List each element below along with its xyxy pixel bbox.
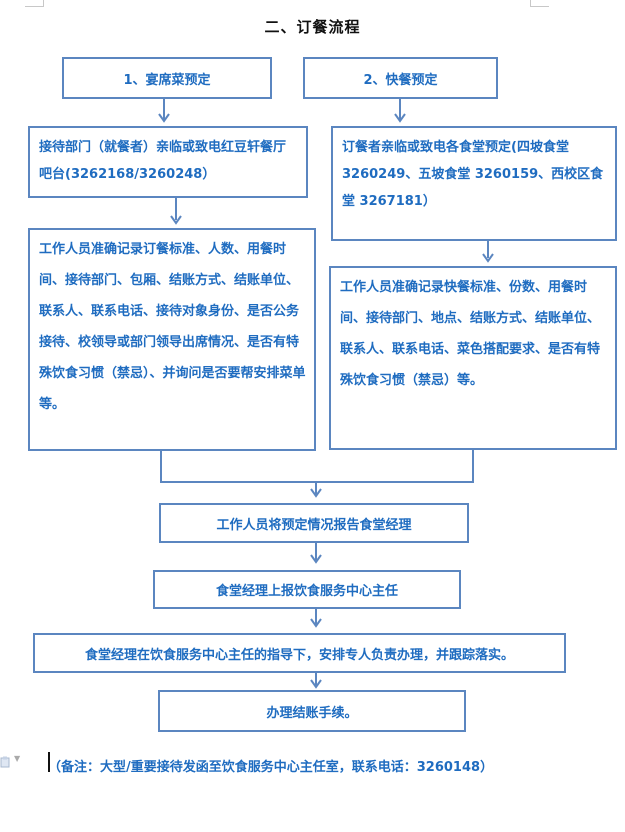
fast-meal-header-box: 2、快餐预定 [303,57,498,99]
chevron-down-icon[interactable]: ▼ [14,754,21,763]
fast-meal-record-step-box: 工作人员准确记录快餐标准、份数、用餐时间、接待部门、地点、结账方式、结账单位、联… [329,266,617,450]
banquet-record-step-text: 工作人员准确记录订餐标准、人数、用餐时间、接待部门、包厢、结账方式、结账单位、联… [39,242,306,412]
fast-meal-contact-step-box: 订餐者亲临或致电各食堂预定(四坡食堂 3260249、五坡食堂 3260159、… [331,126,617,241]
banquet-header-box: 1、宴席菜预定 [62,57,272,99]
report-to-manager-box: 工作人员将预定情况报告食堂经理 [159,503,469,543]
fast-meal-contact-step-text: 订餐者亲临或致电各食堂预定(四坡食堂 3260249、五坡食堂 3260159、… [342,140,604,209]
page-corner-mark-left [25,0,44,7]
connector-line [315,543,317,560]
arrange-handling-box: 食堂经理在饮食服务中心主任的指导下，安排专人负责办理，并跟踪落实。 [33,633,566,673]
footnote-text: （备注：大型/重要接待发函至饮食服务中心主任室，联系电话：3260148） [48,760,494,775]
connector-line [315,673,317,685]
connector-line [163,99,165,120]
text-cursor [48,752,50,772]
report-to-manager-text: 工作人员将预定情况报告食堂经理 [216,517,412,533]
banquet-contact-step-box: 接待部门（就餐者）亲临或致电红豆轩餐厅吧台(3262168/3260248） [28,126,308,198]
banquet-record-step-box: 工作人员准确记录订餐标准、人数、用餐时间、接待部门、包厢、结账方式、结账单位、联… [28,228,316,451]
connector-line [399,99,401,120]
report-to-director-box: 食堂经理上报饮食服务中心主任 [153,570,461,609]
merge-connector-left [160,451,162,482]
connector-line [487,241,489,258]
merge-connector-bar [160,481,474,483]
report-to-director-text: 食堂经理上报饮食服务中心主任 [215,584,398,599]
fast-meal-header-label: 2、快餐预定 [363,72,438,88]
checkout-box: 办理结账手续。 [158,690,466,732]
connector-line [175,198,177,220]
fast-meal-record-step-text: 工作人员准确记录快餐标准、份数、用餐时间、接待部门、地点、结账方式、结账单位、联… [340,280,601,388]
connector-line [315,482,317,494]
banquet-header-label: 1、宴席菜预定 [123,72,211,88]
banquet-contact-step-text: 接待部门（就餐者）亲临或致电红豆轩餐厅吧台(3262168/3260248） [39,140,287,182]
section-title: 二、订餐流程 [264,18,361,36]
merge-connector-right [472,450,474,482]
connector-line [315,609,317,624]
paste-options-icon[interactable] [0,753,10,768]
arrange-handling-text: 食堂经理在饮食服务中心主任的指导下，安排专人负责办理，并跟踪落实。 [84,647,514,663]
checkout-text: 办理结账手续。 [266,705,358,721]
page-corner-mark-right [530,0,549,7]
